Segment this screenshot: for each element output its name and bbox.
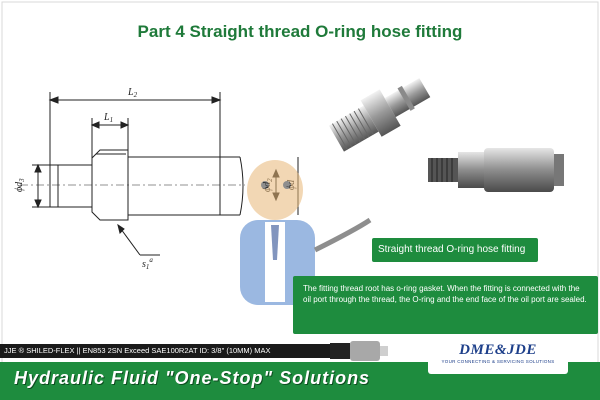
- footer-slogan: Hydraulic Fluid "One-Stop" Solutions: [14, 368, 371, 388]
- logo-name: DME&JDE: [459, 342, 537, 358]
- label-l1: L1: [103, 112, 113, 124]
- fitting-photo-2: [428, 148, 564, 192]
- brand-logo: DME&JDE YOUR CONNECTING & SERVICING SOLU…: [428, 338, 568, 374]
- hose-end-fitting: [330, 341, 388, 361]
- label-s1: s1a: [142, 256, 153, 270]
- fitting-photo-1: [328, 78, 431, 152]
- logo-tagline: YOUR CONNECTING & SERVICING SOLUTIONS: [441, 359, 555, 364]
- description-panel: The fitting thread root has o-ring gaske…: [293, 276, 598, 334]
- hose-print-band: JJE ® SHILED-FLEX || EN853 2SN Exceed SA…: [0, 344, 374, 358]
- fitting-caption: Straight thread O-ring hose fitting: [372, 238, 538, 262]
- label-d3: ϕd3: [14, 178, 26, 192]
- description-text: The fitting thread root has o-ring gaske…: [303, 284, 587, 304]
- page-title: Part 4 Straight thread O-ring hose fitti…: [137, 22, 463, 41]
- label-l2: L2: [127, 87, 138, 99]
